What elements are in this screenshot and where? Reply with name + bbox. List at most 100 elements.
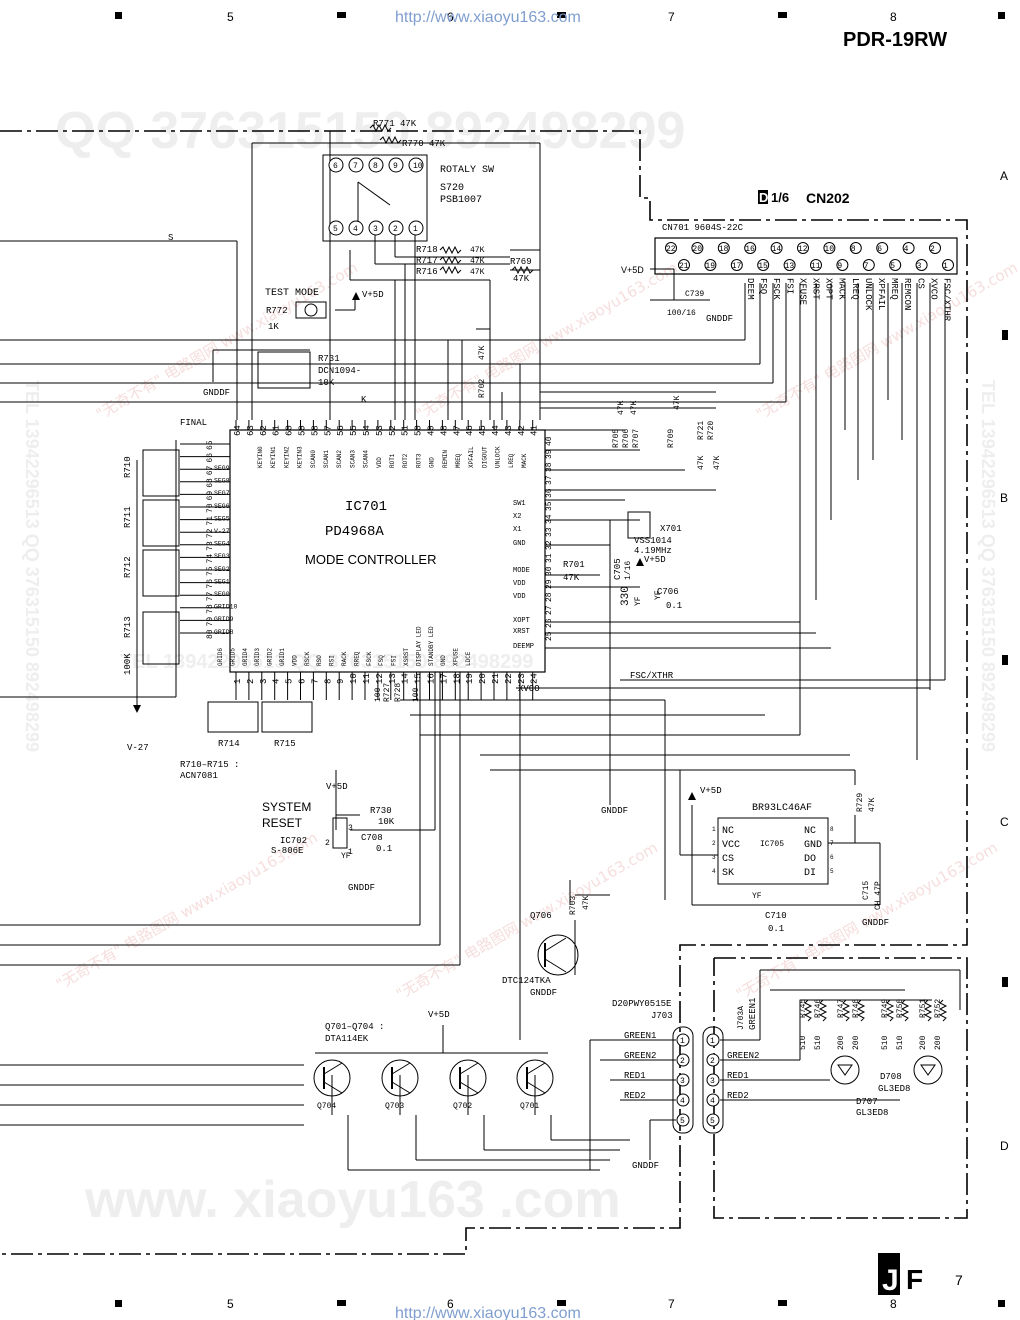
j703-pin-label: 5 — [680, 1117, 685, 1126]
ic701-bottom-pin: 12 — [375, 673, 385, 684]
j703-signal: GREEN1 — [624, 1031, 656, 1041]
cn202-pin-20 — [691, 242, 704, 254]
cn202-pin-label-11: 11 — [811, 262, 821, 271]
watermark-tel-right: TEL 13942296513 QQ 376315150 892498299 — [978, 380, 998, 752]
ic701-bottom-pin-name: XFUSE — [453, 648, 460, 666]
eeprom-ground: GNDDF — [862, 918, 889, 928]
ic701-bottom-pin-name: RSCK — [304, 651, 311, 666]
cn202-pin-label-7: 7 — [864, 262, 869, 271]
cn202-signal: XVCO — [928, 278, 938, 300]
led-resistor-label: R750 — [896, 999, 905, 1018]
r713-label: R713 — [123, 616, 133, 638]
cn202-pin-label-5: 5 — [890, 262, 895, 271]
cn202-pin-label-13: 13 — [785, 262, 795, 271]
cn202-pin-17 — [730, 259, 743, 271]
rotary-pin-label: 6 — [333, 162, 338, 171]
footer-url[interactable]: http://www.xiaoyu163.com — [395, 1305, 581, 1320]
ic701-top-pin-name: ROT1 — [389, 453, 396, 468]
led-resistor-symbol — [885, 999, 895, 1022]
cn202-ref-d: D — [759, 190, 768, 205]
j703-pin-2 — [676, 1053, 690, 1067]
r702-value: 47K — [478, 345, 487, 360]
ic701-left-pin-name: SEG8 — [214, 478, 230, 485]
ic701-top-pin-name: UNLOCK — [495, 446, 502, 468]
transistor-ref: Q703 — [385, 1102, 404, 1111]
ic701-bottom-pin: 24 — [530, 673, 540, 684]
cn202-pin-16 — [744, 242, 757, 254]
j703a-signal: GREEN2 — [727, 1051, 759, 1061]
ic701-top-pin: 41 — [530, 425, 540, 436]
r718-val: 47K — [470, 246, 485, 255]
eeprom-ref: IC705 — [760, 840, 784, 849]
ic701-top-pin: 49 — [427, 425, 437, 436]
leds: R745510R746510R747200R748200R749510R7505… — [799, 999, 948, 1118]
cn202-pin-label-6: 6 — [877, 245, 882, 254]
r705-label: R705 — [612, 429, 621, 448]
ic701-top-pin-name: VDD — [376, 457, 383, 468]
r728-value: 100 — [412, 687, 421, 702]
r771: R771 47K — [373, 119, 417, 129]
ic701-bottom-pin-name: FSQ — [378, 655, 385, 666]
cn202-pin-label-17: 17 — [732, 262, 742, 271]
j703-part: D20PWY0515E — [612, 999, 671, 1009]
ic701-right-pin: 37 — [545, 475, 554, 485]
eeprom-right-pin-number: 8 — [830, 826, 834, 833]
rotary-pin-1 — [408, 220, 424, 236]
ic701-left-pin: 77 — [206, 591, 215, 601]
c715-value: CH 47P — [874, 881, 883, 910]
led-resistor-symbol — [900, 999, 910, 1022]
ic701-bottom-pin: 11 — [362, 673, 372, 684]
rotary-pin-label: 7 — [353, 162, 358, 171]
cn202-pin-21 — [678, 259, 690, 271]
ic701-top-pin: 52 — [388, 425, 398, 436]
ic701-right-pin: 35 — [545, 501, 554, 511]
eeprom-left-pin-number: 2 — [712, 840, 716, 847]
ic701-top-pin-name: GND — [429, 457, 436, 468]
ic701-top-pin: 57 — [323, 425, 333, 436]
cn202-signal: FSI — [784, 278, 794, 294]
ic701-right-pin: 38 — [545, 462, 554, 472]
c739-value: 100/16 — [667, 309, 696, 318]
r729-value: 47K — [868, 797, 877, 812]
cn202-signal: REMCON — [902, 278, 912, 310]
transistor-Q701 — [516, 1059, 554, 1097]
ic701-top-pin: 46 — [465, 425, 475, 436]
r731-ground: GNDDF — [203, 388, 230, 398]
r721-label: R721 — [697, 421, 706, 440]
cn202-pin-7 — [862, 259, 875, 271]
drivers-note-1: Q701–Q704 : — [325, 1022, 384, 1032]
ic701-left-pin-name: SEG3 — [214, 553, 230, 560]
ic701-bottom-pin: 10 — [349, 673, 359, 684]
r721-value: 47K — [697, 455, 706, 470]
cn202-pin-8 — [849, 242, 862, 254]
ic701-left-pin: 65 — [206, 440, 215, 450]
ic701-bottom-pin: 14 — [401, 673, 411, 684]
transistor-Q704 — [313, 1059, 351, 1097]
eeprom-left-pin: CS — [722, 854, 734, 865]
ic701-bottom-pin: 3 — [259, 679, 269, 684]
ic702-label: IC702 — [280, 836, 307, 846]
ic701-left-pin: 70 — [206, 503, 215, 513]
col-5: 5 — [227, 10, 234, 24]
ic701-right-pin-name: GND — [513, 540, 526, 548]
eeprom-left-pin: VCC — [722, 840, 740, 851]
ic701-left-pin: 71 — [206, 516, 215, 526]
r720-value: 47K — [713, 455, 722, 470]
r716: R716 — [416, 267, 438, 277]
ic701-left-pin: 80 — [206, 629, 215, 639]
green1-vertical: GREEN1 — [748, 998, 758, 1030]
rotary-pin-label: 3 — [373, 225, 378, 234]
j703-ref: J703 — [651, 1011, 673, 1021]
ic701-bottom-pin: 4 — [272, 679, 282, 684]
cn202-pin-22 — [665, 242, 677, 254]
ic701-part: PD4968A — [325, 524, 384, 540]
ic701-bottom-pin: 6 — [298, 679, 308, 684]
eeprom-left-pin-number: 4 — [712, 868, 716, 875]
header-url[interactable]: http://www.xiaoyu163.com — [395, 9, 581, 26]
j703a-pin-label: 4 — [710, 1097, 715, 1106]
ic701-top-pin: 62 — [259, 425, 269, 436]
cn202-pin-5 — [889, 259, 902, 271]
j703a-pin-2 — [706, 1053, 720, 1067]
cn202-pin-12 — [797, 242, 809, 254]
